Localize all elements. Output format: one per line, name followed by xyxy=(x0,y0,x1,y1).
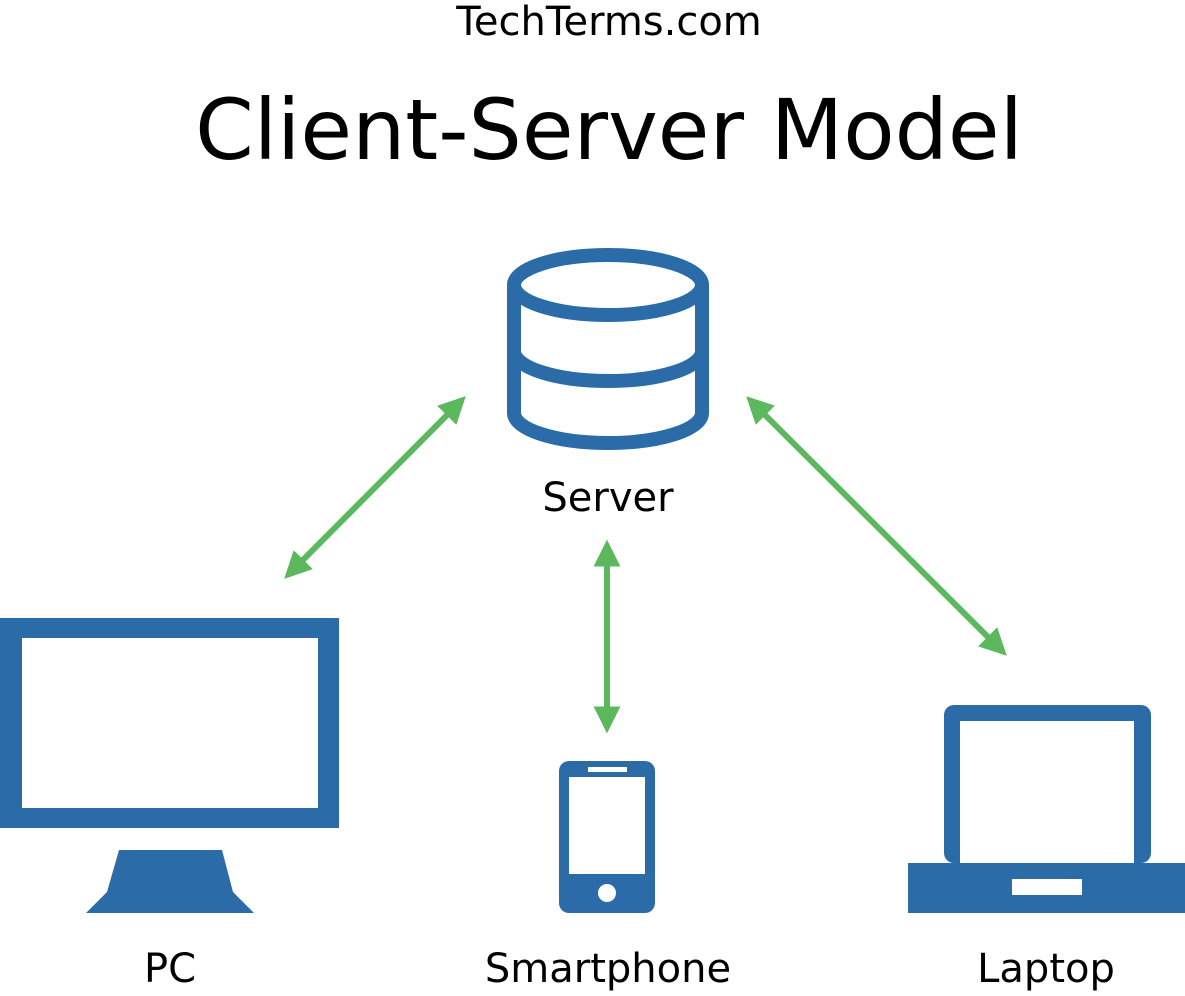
desktop-monitor-icon xyxy=(0,618,339,913)
site-name: TechTerms.com xyxy=(456,0,762,45)
database-server-icon xyxy=(507,248,709,450)
server-label: Server xyxy=(542,475,674,521)
smartphone-label: Smartphone xyxy=(484,946,732,992)
page-title: Client-Server Model xyxy=(195,81,1023,179)
laptop-label: Laptop xyxy=(977,946,1115,992)
arrow-server-pc xyxy=(284,396,466,579)
laptop-icon xyxy=(908,705,1185,913)
smartphone-icon xyxy=(559,761,655,913)
pc-label: PC xyxy=(143,946,197,992)
arrow-server-laptop xyxy=(746,396,1007,656)
